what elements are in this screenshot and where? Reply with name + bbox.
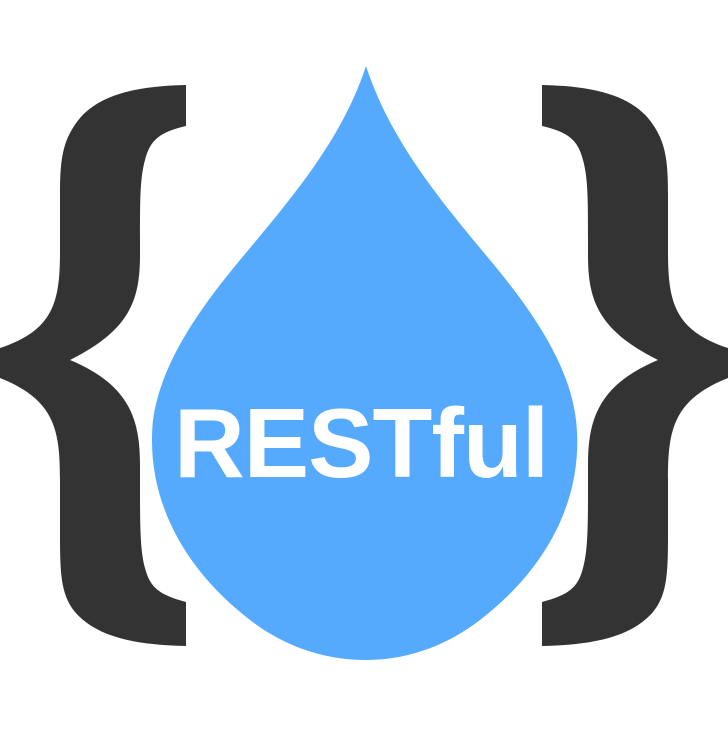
left-curly-brace-icon	[0, 85, 186, 646]
right-curly-brace-icon	[542, 85, 728, 646]
water-drop-icon	[151, 66, 578, 660]
logo-text: RESTful	[173, 388, 549, 498]
